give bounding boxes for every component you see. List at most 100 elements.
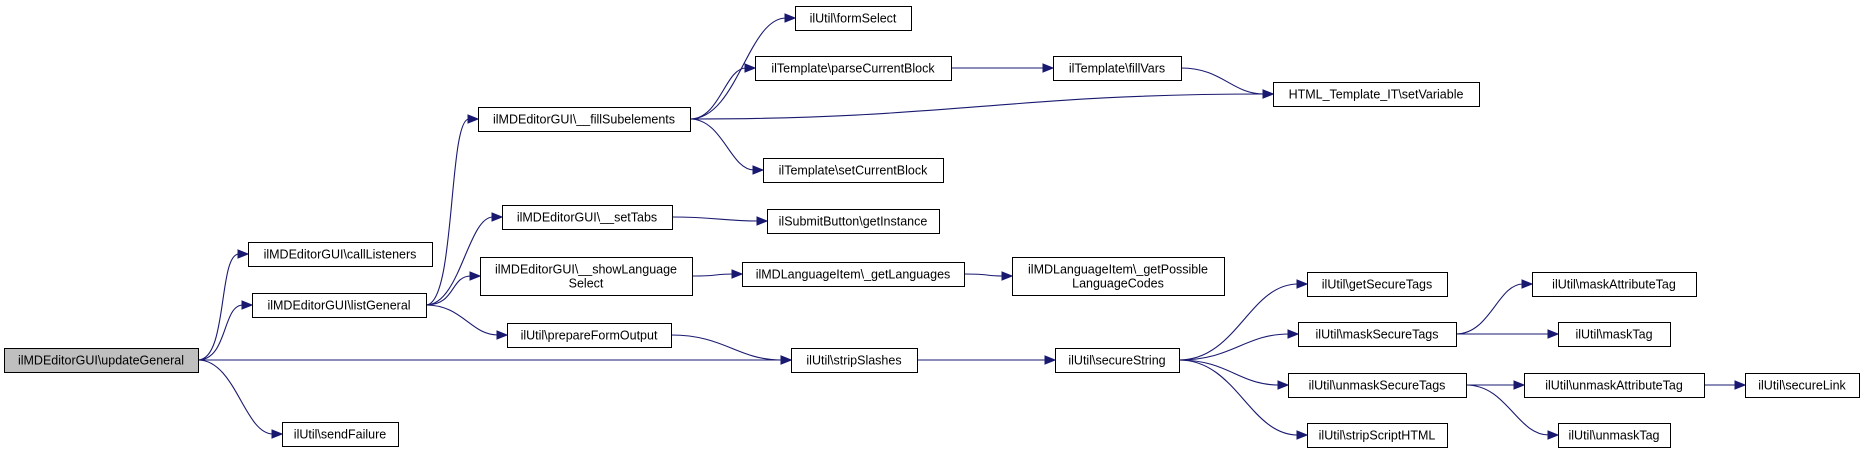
- node-label: LanguageCodes: [1072, 277, 1164, 291]
- node-parse-current-block[interactable]: ilTemplate\parseCurrentBlock: [755, 56, 952, 81]
- node-set-tabs[interactable]: ilMDEditorGUI\__setTabs: [502, 205, 673, 230]
- edge-update-general-to-call-listeners: [197, 249, 250, 361]
- node-form-select[interactable]: ilUtil\formSelect: [795, 6, 912, 31]
- edge-secure-string-to-mask-secure-tags: [1178, 329, 1300, 361]
- arrowhead-icon: [467, 114, 480, 124]
- edge-unmask-secure-tags-to-unmask-tag: [1465, 384, 1560, 440]
- node-unmask-tag[interactable]: ilUtil\unmaskTag: [1558, 423, 1671, 448]
- node-box: [1307, 272, 1448, 297]
- node-label: ilUtil\unmaskTag: [1568, 429, 1659, 443]
- node-get-languages[interactable]: ilMDLanguageItem\_getLanguages: [742, 262, 965, 287]
- edge-unmask-attribute-tag-to-secure-link: [1704, 380, 1747, 390]
- node-label: ilMDEditorGUI\updateGeneral: [18, 354, 184, 368]
- node-label: HTML_Template_IT\setVariable: [1289, 88, 1464, 102]
- arrowhead-icon: [731, 269, 744, 279]
- edge-set-tabs-to-get-instance: [671, 216, 769, 226]
- node-box: [1012, 257, 1225, 296]
- node-label: ilTemplate\parseCurrentBlock: [771, 62, 935, 76]
- arrowhead-icon: [1547, 430, 1560, 440]
- node-label: ilSubmitButton\getInstance: [779, 215, 928, 229]
- edge-get-languages-to-get-possible-language-codes: [963, 271, 1014, 281]
- node-label: ilUtil\stripScriptHTML: [1319, 429, 1436, 443]
- node-label: ilUtil\sendFailure: [294, 428, 386, 442]
- node-prepare-form-output[interactable]: ilUtil\prepareFormOutput: [507, 323, 672, 348]
- edge-secure-string-to-unmask-secure-tags: [1178, 359, 1290, 390]
- edge-secure-string-to-strip-script-html: [1178, 359, 1309, 440]
- node-box: [791, 348, 918, 373]
- node-box: [795, 6, 912, 31]
- node-get-secure-tags[interactable]: ilUtil\getSecureTags: [1307, 272, 1448, 297]
- node-box: [755, 56, 952, 81]
- node-mask-secure-tags[interactable]: ilUtil\maskSecureTags: [1298, 322, 1457, 347]
- node-box: [478, 107, 691, 132]
- arrowhead-icon: [1513, 380, 1526, 390]
- node-label: ilUtil\maskAttributeTag: [1552, 278, 1676, 292]
- arrowhead-icon: [780, 355, 793, 365]
- node-strip-script-html[interactable]: ilUtil\stripScriptHTML: [1307, 423, 1448, 448]
- node-label: ilUtil\formSelect: [810, 12, 897, 26]
- node-box: [4, 348, 199, 373]
- node-label: ilUtil\secureString: [1068, 354, 1165, 368]
- arrowhead-icon: [1547, 329, 1560, 339]
- edge-update-general-to-list-general: [197, 300, 254, 361]
- edge-mask-secure-tags-to-mask-tag: [1456, 329, 1560, 339]
- node-set-variable[interactable]: HTML_Template_IT\setVariable: [1273, 82, 1480, 107]
- node-list-general[interactable]: ilMDEditorGUI\listGeneral: [252, 293, 427, 318]
- node-box: [1307, 423, 1448, 448]
- arrowhead-icon: [1296, 430, 1309, 440]
- edge-list-general-to-set-tabs: [425, 212, 504, 306]
- edge-list-general-to-prepare-form-output: [425, 304, 509, 340]
- arrowhead-icon: [1521, 279, 1534, 289]
- node-label: ilMDEditorGUI\__setTabs: [517, 211, 657, 225]
- edge-update-general-to-send-failure: [197, 359, 284, 439]
- node-label: ilUtil\prepareFormOutput: [521, 329, 658, 343]
- call-edges: [197, 13, 1747, 440]
- node-set-current-block[interactable]: ilTemplate\setCurrentBlock: [763, 158, 944, 183]
- arrowhead-icon: [1262, 89, 1275, 99]
- edge-fill-vars-to-set-variable: [1180, 67, 1275, 99]
- node-get-instance[interactable]: ilSubmitButton\getInstance: [767, 209, 940, 234]
- node-box: [1532, 272, 1697, 297]
- node-box: [742, 262, 965, 287]
- node-label: ilUtil\secureLink: [1758, 379, 1846, 393]
- edge-mask-secure-tags-to-mask-attribute-tag: [1455, 279, 1534, 335]
- node-get-possible-language-codes[interactable]: ilMDLanguageItem\_getPossibleLanguageCod…: [1012, 257, 1225, 296]
- arrowhead-icon: [784, 13, 797, 23]
- node-label: ilUtil\unmaskSecureTags: [1309, 379, 1446, 393]
- function-nodes: ilMDEditorGUI\updateGeneral ilMDEditorGUI…: [4, 6, 1860, 448]
- node-fill-subelements[interactable]: ilMDEditorGUI\__fillSubelements: [478, 107, 691, 132]
- node-secure-link[interactable]: ilUtil\secureLink: [1745, 373, 1860, 398]
- node-label: ilMDEditorGUI\__fillSubelements: [493, 113, 675, 127]
- node-box: [502, 205, 673, 230]
- arrowhead-icon: [271, 429, 284, 439]
- node-label: Select: [569, 277, 604, 291]
- edge-secure-string-to-get-secure-tags: [1178, 279, 1309, 361]
- node-box: [767, 209, 940, 234]
- node-box: [1053, 56, 1182, 81]
- node-label: ilMDEditorGUI\listGeneral: [267, 299, 410, 313]
- arrowhead-icon: [237, 249, 250, 259]
- edge-list-general-to-show-language-select: [425, 271, 482, 306]
- node-box: [1745, 373, 1860, 398]
- node-mask-attribute-tag[interactable]: ilUtil\maskAttributeTag: [1532, 272, 1697, 297]
- node-box: [763, 158, 944, 183]
- node-send-failure[interactable]: ilUtil\sendFailure: [282, 422, 399, 447]
- node-call-listeners[interactable]: ilMDEditorGUI\callListeners: [248, 242, 433, 267]
- node-mask-tag[interactable]: ilUtil\maskTag: [1558, 322, 1671, 347]
- node-unmask-secure-tags[interactable]: ilUtil\unmaskSecureTags: [1288, 373, 1467, 398]
- node-label: ilTemplate\fillVars: [1069, 62, 1165, 76]
- node-box: [1055, 348, 1180, 373]
- arrowhead-icon: [756, 216, 769, 226]
- node-strip-slashes[interactable]: ilUtil\stripSlashes: [791, 348, 918, 373]
- arrowhead-icon: [1042, 63, 1055, 73]
- edge-unmask-secure-tags-to-unmask-attribute-tag: [1466, 380, 1526, 390]
- node-secure-string[interactable]: ilUtil\secureString: [1055, 348, 1180, 373]
- arrowhead-icon: [1044, 355, 1057, 365]
- node-fill-vars[interactable]: ilTemplate\fillVars: [1053, 56, 1182, 81]
- node-label: ilMDLanguageItem\_getLanguages: [756, 268, 951, 282]
- node-unmask-attribute-tag[interactable]: ilUtil\unmaskAttributeTag: [1524, 373, 1705, 398]
- node-label: ilUtil\stripSlashes: [806, 354, 901, 368]
- node-update-general[interactable]: ilMDEditorGUI\updateGeneral: [4, 348, 199, 373]
- node-box: [1558, 322, 1671, 347]
